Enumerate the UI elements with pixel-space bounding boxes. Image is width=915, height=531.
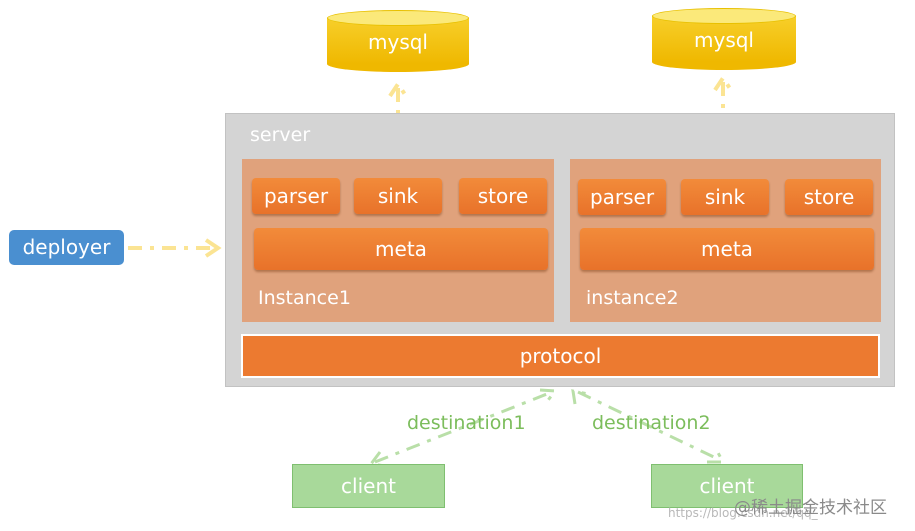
destination-2-label: destination2	[592, 412, 711, 434]
client-1: client	[292, 464, 445, 508]
instance-1-parser: parser	[252, 178, 340, 214]
watermark-url: https://blog.csdn.net/qq_	[668, 506, 818, 520]
mysql-database-1: mysql	[327, 10, 469, 72]
deployer-connector	[128, 238, 222, 258]
instance-2-sink: sink	[681, 179, 769, 215]
instance-2-parser: parser	[578, 179, 666, 215]
instance-2-meta: meta	[580, 228, 874, 270]
database-icon	[327, 10, 469, 26]
server-label: server	[250, 124, 311, 146]
instance-2-label: instance2	[586, 287, 679, 309]
database-label: mysql	[368, 30, 428, 54]
instance-1-label: Instance1	[258, 287, 351, 309]
protocol-bar: protocol	[241, 334, 880, 378]
mysql-database-2: mysql	[652, 8, 796, 70]
client-2: client	[651, 464, 803, 508]
instance-1-store: store	[459, 178, 547, 214]
instance-1-meta: meta	[254, 228, 548, 270]
instance-1-sink: sink	[354, 178, 442, 214]
database-icon	[652, 8, 796, 24]
destination2-connector	[571, 389, 726, 464]
instance-2-store: store	[785, 179, 873, 215]
database-label: mysql	[694, 28, 754, 52]
deployer-box: deployer	[9, 230, 124, 265]
destination-1-label: destination1	[407, 412, 526, 434]
watermark-text: @稀土掘金技术社区	[734, 498, 887, 518]
